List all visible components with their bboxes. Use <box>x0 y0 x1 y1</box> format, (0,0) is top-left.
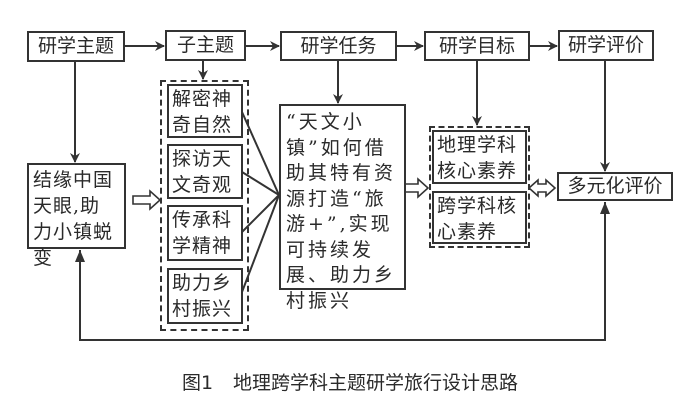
theme-detail-box: 结缘中国天眼,助力小镇蜕变 <box>27 163 126 269</box>
caption-label: 图1 <box>181 372 214 394</box>
evaluation-detail-box: 多元化评价 <box>557 172 673 201</box>
theme-box: 研学主题 <box>27 31 125 62</box>
feedback-arrowhead-right <box>600 202 610 214</box>
goals-group <box>429 126 530 248</box>
subtheme-item: 传承科学精神 <box>167 205 243 261</box>
caption-title: 地理跨学科主题研学旅行设计思路 <box>233 372 519 394</box>
task-detail-box: “天文小镇”如何借助其特有资源打造“旅游+”,实现可持续发展、助力乡村振兴 <box>279 104 406 312</box>
subtheme-item: 解密神奇自然 <box>167 84 243 138</box>
feedback-arrowhead-left <box>75 250 85 262</box>
subtheme-item: 助力乡村振兴 <box>167 268 243 324</box>
task-box: 研学任务 <box>280 31 397 61</box>
hollow-arrow-theme <box>132 189 162 211</box>
subtheme-box: 子主题 <box>165 30 246 61</box>
hollow-arrow-task <box>403 177 430 199</box>
evaluation-box: 研学评价 <box>558 30 654 61</box>
goal-box: 研学目标 <box>424 31 530 61</box>
goal-item: 地理学科核心素养 <box>432 130 527 184</box>
subtheme-item: 探访天文奇观 <box>167 144 243 199</box>
feedback-loop <box>79 202 606 341</box>
subthemes-group <box>160 80 249 331</box>
goal-item: 跨学科核心素养 <box>432 191 527 244</box>
double-hollow-arrow <box>527 178 557 198</box>
figure-caption: 图1 地理跨学科主题研学旅行设计思路 <box>0 368 700 395</box>
